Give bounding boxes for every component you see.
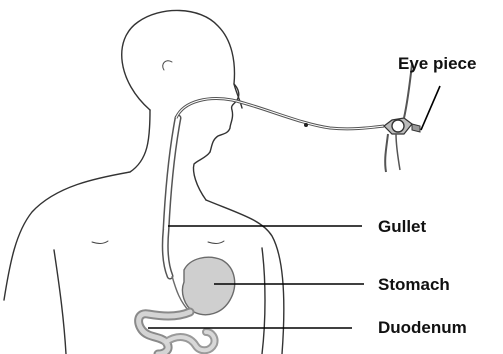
stomach-organ: [172, 257, 235, 314]
eye-piece-label: Eye piece: [398, 54, 476, 73]
esophagus: [165, 118, 178, 276]
eye-piece-instrument: [384, 64, 420, 172]
eye-piece-leader: [421, 86, 440, 130]
gullet-label: Gullet: [378, 217, 427, 236]
body-outline: [4, 10, 284, 354]
endoscope-tube: [176, 99, 384, 129]
duodenum-organ: [139, 312, 215, 354]
duodenum-label: Duodenum: [378, 318, 467, 337]
stomach-label: Stomach: [378, 275, 450, 294]
